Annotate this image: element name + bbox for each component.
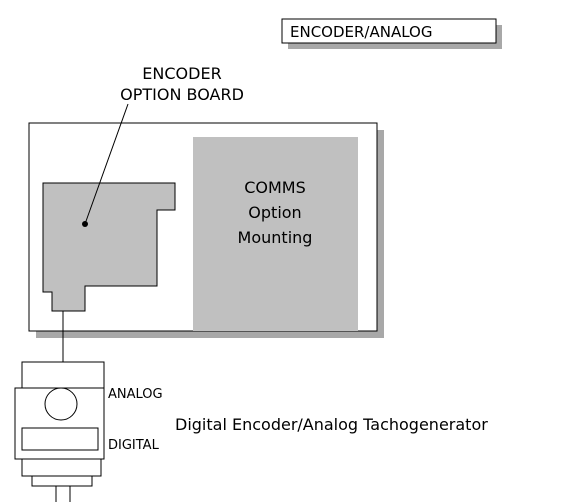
- encoder-caption: Digital Encoder/Analog Tachogenerator: [175, 415, 488, 434]
- comms-label-line2: Option: [248, 203, 301, 222]
- analog-label: ANALOG: [108, 387, 163, 402]
- encoder-shaft: [55, 485, 71, 502]
- comms-option-mounting: [193, 137, 358, 331]
- header-box: ENCODER/ANALOG: [281, 18, 502, 49]
- comms-label-line1: COMMS: [244, 178, 306, 197]
- encoder-top-cap: [21, 361, 105, 389]
- encoder-unit: [14, 361, 105, 502]
- encoder-flange: [31, 475, 93, 487]
- encoder-board-label-line1: ENCODER: [142, 64, 221, 83]
- encoder-base: [21, 458, 102, 477]
- header-box-frame: [281, 18, 497, 44]
- comms-label-line3: Mounting: [238, 228, 313, 247]
- encoder-board-leader-line: [84, 103, 129, 225]
- analog-connector: [44, 387, 78, 421]
- header-box-label: ENCODER/ANALOG: [290, 23, 432, 41]
- digital-connector: [21, 427, 99, 451]
- encoder-board-label-line2: OPTION BOARD: [120, 85, 244, 104]
- encoder-option-board: [42, 182, 176, 312]
- digital-label: DIGITAL: [108, 438, 160, 453]
